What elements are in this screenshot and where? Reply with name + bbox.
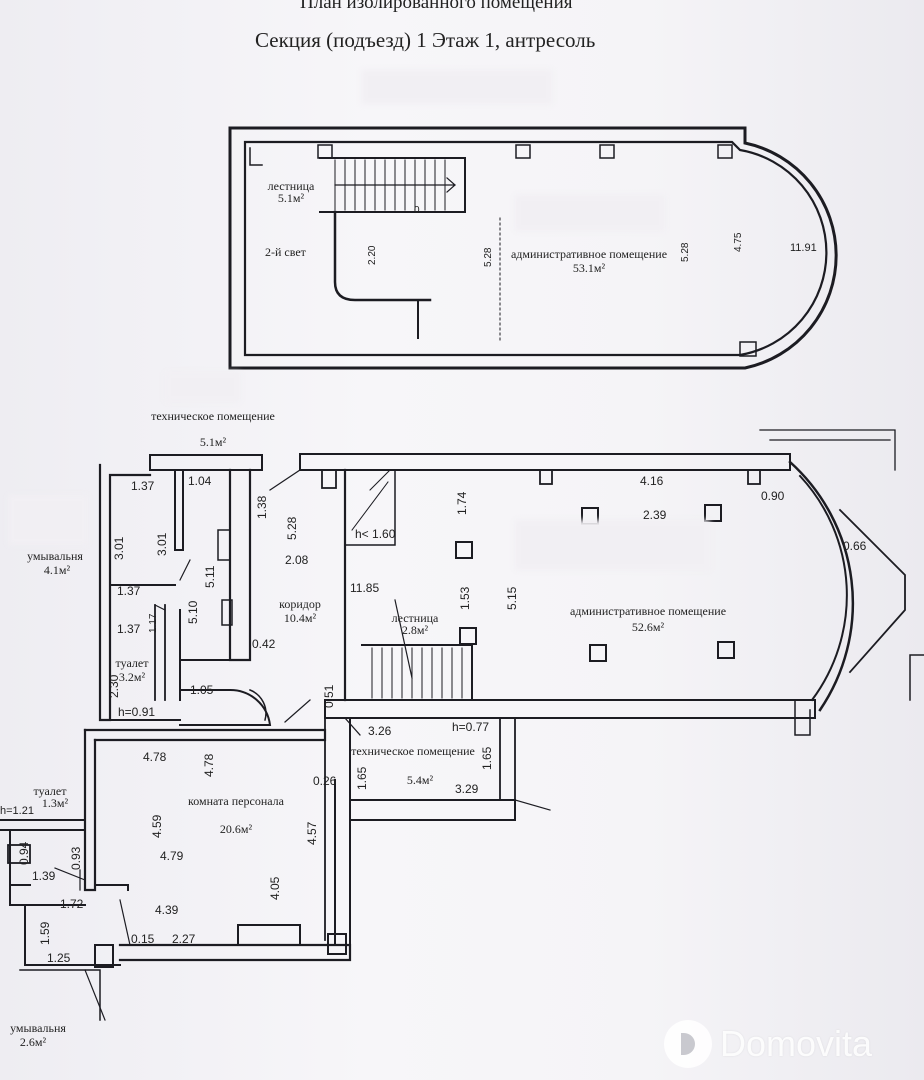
dimension-label: 5.11 (203, 565, 217, 588)
dimension-label: 1.72 (60, 897, 84, 911)
dimension-label: 4.57 (305, 821, 319, 845)
mezz-dim: 11.91 (790, 242, 817, 254)
dimension-label: 2.30 (107, 674, 121, 698)
admin-room-label: административное помещение (569, 604, 727, 618)
dimension-label: 5.15 (505, 586, 519, 610)
dimension-label: 0.42 (252, 637, 276, 651)
mezz-dim: 4.75 (733, 232, 744, 252)
staff-room-label: комната персонала (188, 794, 284, 808)
dimension-label: 0.15 (131, 932, 155, 946)
mezz-admin-label: административное помещение (510, 247, 668, 261)
tech-room-top-area: 5.1м² (199, 435, 227, 449)
mezzanine-walls (228, 126, 838, 370)
corridor-area: 10.4м² (283, 611, 317, 625)
tech-room-bottom-label: техническое помещение (351, 744, 475, 758)
wash2-area: 2.6м² (19, 1035, 47, 1049)
dimension-label: 1.65 (355, 766, 369, 790)
dimension-label: 4.59 (150, 814, 164, 838)
wash2-label: умывальня (10, 1021, 66, 1035)
ground-floor-walls (0, 429, 924, 1021)
dimension-label: 1.04 (188, 474, 212, 488)
dimension-label: 4.78 (143, 750, 167, 764)
dimension-label: 3.26 (368, 724, 392, 738)
stairs-area: 2.8м² (401, 623, 429, 637)
tech-room-top-label: техническое помещение (151, 409, 275, 423)
admin-room-area: 52.6м² (631, 620, 665, 634)
dimension-label: 2.27 (172, 932, 196, 946)
toilet2-area: 1.3м² (41, 796, 69, 810)
dimension-label: h=0.77 (452, 720, 490, 734)
redaction-patch (362, 70, 552, 104)
dimension-label: 1.53 (458, 586, 472, 610)
dimension-label: 2.39 (643, 508, 667, 522)
mezz-dim: 2.20 (367, 245, 378, 265)
domovita-logo-icon (664, 1020, 712, 1068)
wash-room-label: умывальня (27, 549, 83, 563)
redaction-patch (8, 495, 88, 545)
domovita-watermark: Domovita (664, 1020, 872, 1068)
dimension-label: 4.79 (160, 849, 184, 863)
dimension-label: 1.38 (255, 495, 269, 519)
dimension-label: 1.65 (480, 746, 494, 770)
dimension-label: 1.37 (117, 622, 141, 636)
tech-room-bottom-area: 5.4м² (406, 773, 434, 787)
dimension-label: 1.74 (455, 491, 469, 515)
dimension-label: h=0.91 (118, 705, 156, 719)
dimension-label: 4.16 (640, 474, 664, 488)
dimension-label: 0.93 (69, 846, 83, 870)
mezz-dim: 5.28 (483, 247, 494, 267)
mezz-dim: 0 (414, 205, 420, 216)
dimension-label: 1.37 (117, 584, 141, 598)
mezz-stairs-area: 5.1м² (277, 191, 305, 205)
staff-room-area: 20.6м² (219, 822, 253, 836)
dimension-label: 1.25 (47, 951, 71, 965)
dimension-label: 2.08 (285, 553, 309, 567)
redaction-patch (165, 372, 240, 402)
corridor-label: коридор (279, 597, 321, 611)
dimension-label: 1.39 (32, 869, 56, 883)
dimension-label: 1.05 (190, 683, 214, 697)
redaction-patch (515, 520, 710, 570)
dimension-label: 0.90 (761, 489, 785, 503)
dimension-label: 3.01 (155, 532, 169, 556)
mezz-stairs-label: лестница (267, 179, 315, 193)
dimension-label: 3.01 (112, 536, 126, 560)
dimension-label: 1.59 (38, 921, 52, 945)
toilet2-label: туалет (33, 784, 67, 798)
plan-subtitle: Секция (подъезд) 1 Этаж 1, антресоль (255, 28, 596, 52)
dimension-label: 3.29 (455, 782, 479, 796)
dimension-label: 0.94 (17, 841, 31, 865)
dimension-label: 5.28 (285, 516, 299, 540)
dimension-label: 0.26 (313, 774, 337, 788)
redaction-patch (515, 195, 665, 231)
dimension-label: 4.05 (268, 876, 282, 900)
plan-title: План изолированного помещения (300, 0, 573, 13)
dimension-label: 1.37 (131, 479, 155, 493)
dimension-label: h< 1.60 (355, 527, 396, 541)
mezz-dim: 5.28 (680, 242, 691, 262)
dimension-label: 11.85 (350, 581, 380, 595)
wash-room-area: 4.1м² (43, 563, 71, 577)
dimension-label: 4.78 (202, 753, 216, 777)
dimension-label: 0.66 (843, 539, 867, 553)
stairs-label: лестница (391, 611, 439, 625)
dimension-label: 1.17 (148, 613, 159, 633)
dimension-label: 4.39 (155, 903, 179, 917)
watermark-text: Domovita (720, 1023, 873, 1064)
toilet-area: 3.2м² (118, 670, 146, 684)
mezz-second-light-label: 2-й свет (265, 245, 306, 259)
toilet-label: туалет (115, 656, 149, 670)
dimension-label: 5.10 (186, 600, 200, 624)
dimension-label: 0.51 (322, 684, 336, 708)
dimension-label: h=1.21 (0, 805, 34, 817)
mezz-admin-area: 53.1м² (572, 261, 606, 275)
